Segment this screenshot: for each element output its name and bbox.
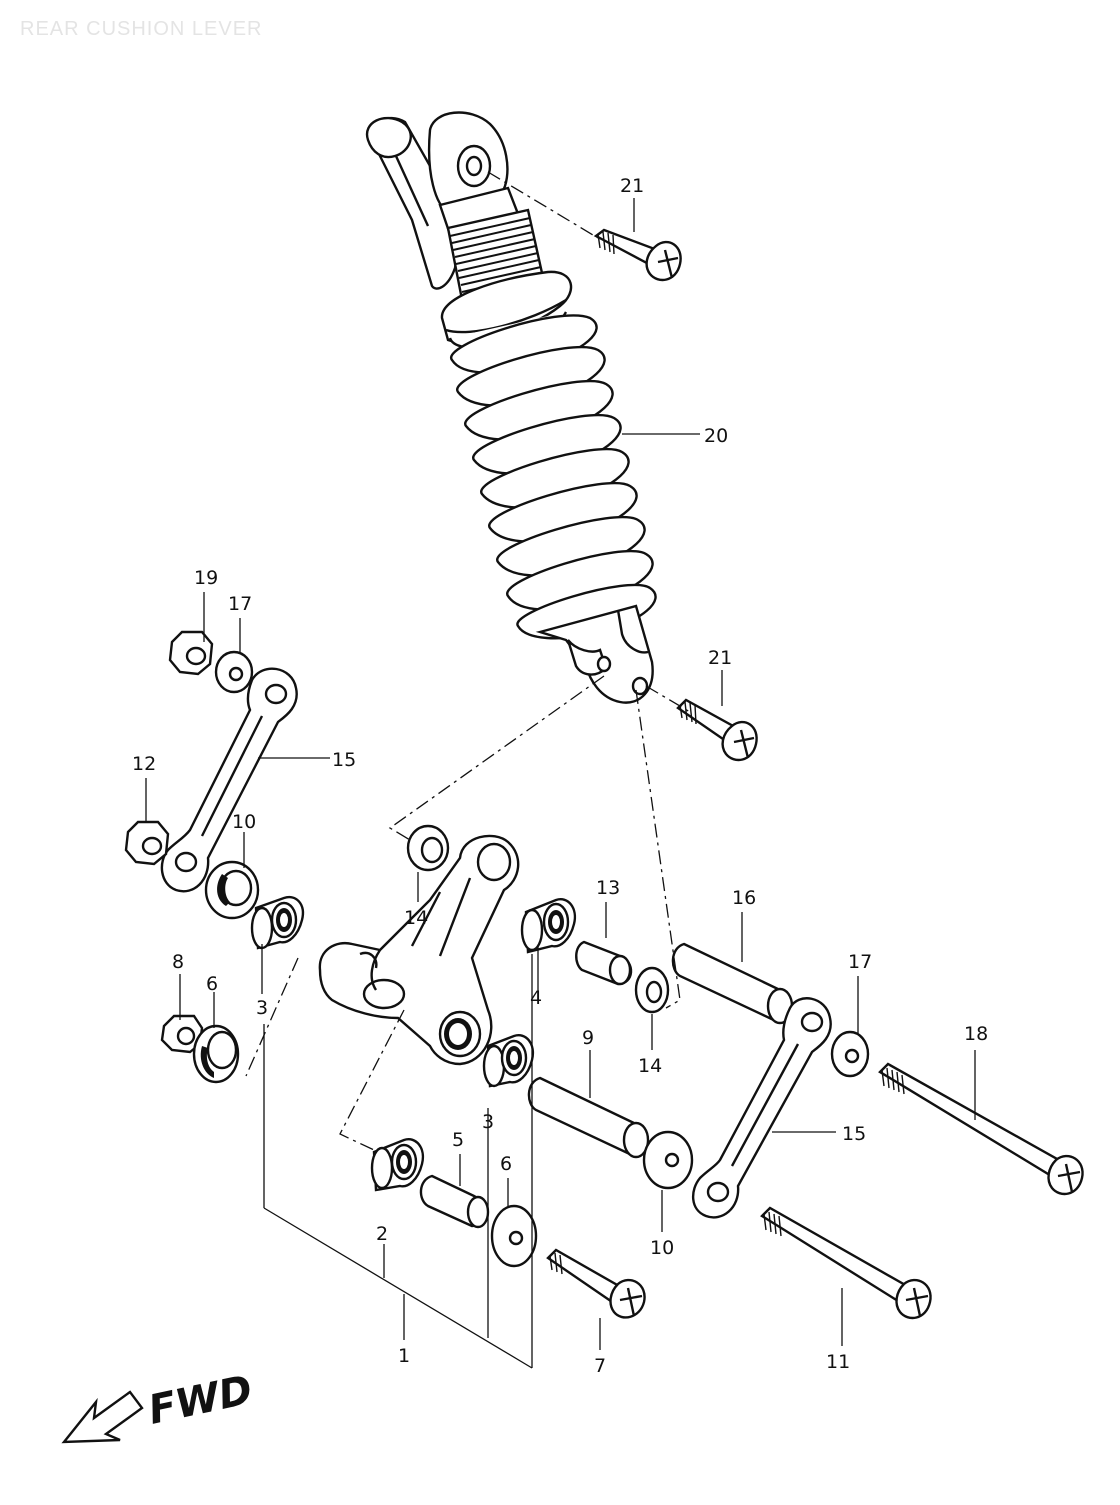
- callout-12: 12: [132, 753, 156, 775]
- seal-10-left: [204, 860, 260, 920]
- callout-20: 20: [704, 425, 728, 447]
- callout-15-right: 15: [842, 1123, 866, 1145]
- forward-direction-indicator: FWD: [61, 1367, 257, 1444]
- leader-lines: [145, 198, 976, 1369]
- callout-10-right: 10: [650, 1237, 674, 1259]
- bolt-18: [878, 1062, 1084, 1196]
- nut-12: [124, 820, 170, 866]
- assembly-center-lines: [245, 171, 691, 1151]
- callout-3-lower: 3: [482, 1111, 494, 1133]
- seal-10-right: [642, 1130, 694, 1190]
- callout-6-left: 6: [206, 973, 218, 995]
- shock-mount-bolt-lower: [676, 698, 758, 762]
- callout-14-upper: 14: [404, 907, 428, 929]
- shock-mount-bolt-upper: [593, 228, 682, 282]
- washer-6-right: [490, 1204, 538, 1268]
- callout-5: 5: [452, 1129, 464, 1151]
- rear-shock-absorber: [365, 111, 657, 704]
- callout-9: 9: [582, 1027, 594, 1049]
- bearing-3-upper: [250, 895, 305, 950]
- washer-17-upper: [214, 650, 254, 694]
- callout-18: 18: [964, 1023, 988, 1045]
- bolt-7: [546, 1248, 646, 1319]
- nut-19: [168, 630, 214, 676]
- coil-spring: [450, 314, 657, 640]
- dust-seal-14-lower: [634, 966, 670, 1014]
- bearing-3-lower: [482, 1034, 535, 1088]
- callout-11: 11: [826, 1351, 850, 1373]
- callout-2: 2: [376, 1223, 388, 1245]
- callout-21-upper: 21: [620, 175, 644, 197]
- callout-10-left: 10: [232, 811, 256, 833]
- spacer-5: [419, 1174, 490, 1229]
- forward-label: FWD: [145, 1367, 257, 1434]
- cushion-rod-left: [160, 667, 298, 893]
- callout-6-right: 6: [500, 1153, 512, 1175]
- spacer-9: [527, 1076, 650, 1159]
- callout-13: 13: [596, 877, 620, 899]
- nut-8: [160, 1014, 204, 1054]
- callout-numbers: 21 20 21 19 17 15 12 10 14 13 16 17 18 8…: [132, 175, 988, 1377]
- diagram-title: REAR CUSHION LEVER: [20, 18, 263, 40]
- callout-7: 7: [594, 1355, 606, 1377]
- cushion-rod-right: [692, 997, 832, 1219]
- spacer-16: [671, 942, 794, 1025]
- forward-arrow-icon: [61, 1390, 144, 1444]
- washer-17-lower: [830, 1030, 870, 1078]
- callout-21-lower: 21: [708, 647, 732, 669]
- callout-19: 19: [194, 567, 218, 589]
- callout-14-lower: 14: [638, 1055, 662, 1077]
- washer-6-left: [192, 1024, 240, 1084]
- cushion-lever: [318, 834, 520, 1066]
- callout-8: 8: [172, 951, 184, 973]
- bolt-11: [760, 1206, 932, 1320]
- dust-seal-14-upper: [406, 824, 450, 872]
- callout-16: 16: [732, 887, 756, 909]
- spacer-13: [575, 940, 633, 986]
- bearing-2: [370, 1138, 425, 1192]
- callout-1: 1: [398, 1345, 410, 1367]
- bearing-4: [520, 898, 577, 954]
- callout-15-left: 15: [332, 749, 356, 771]
- callout-3-upper: 3: [256, 997, 268, 1019]
- callout-17-upper: 17: [228, 593, 252, 615]
- callout-17-lower: 17: [848, 951, 872, 973]
- callout-4: 4: [530, 987, 542, 1009]
